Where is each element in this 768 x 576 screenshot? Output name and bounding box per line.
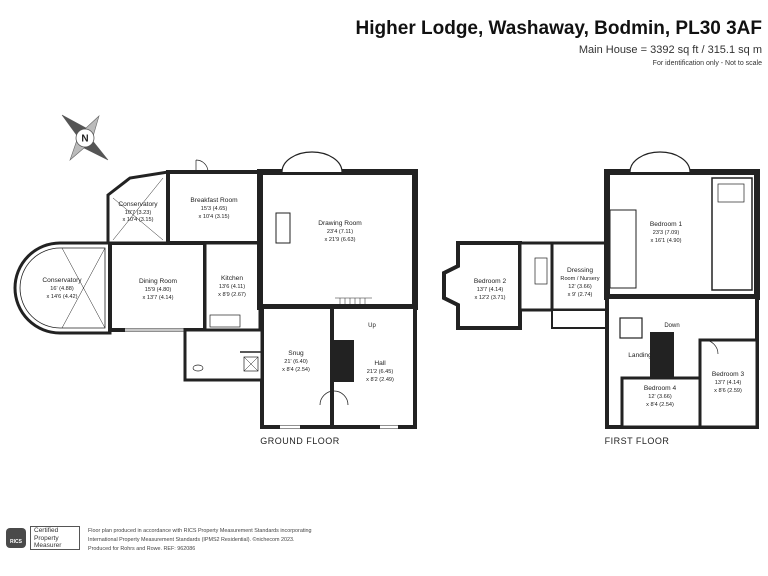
property-title: Higher Lodge, Washaway, Bodmin, PL30 3AF	[355, 18, 762, 39]
room-conservatory-small-dim-1: 10'7 (3.23)	[125, 210, 152, 216]
room-hall-name: Hall	[374, 360, 386, 367]
room-bedroom1-name: Bedroom 1	[650, 221, 683, 228]
first-floor-labels: Bedroom 1 23'3 (7.09) x 16'1 (4.90) Bedr…	[474, 221, 745, 446]
footer-line-2: International Property Measurement Stand…	[88, 537, 295, 543]
room-bedroom4-dim-1: 12' (3.66)	[648, 394, 672, 400]
room-snug-dim-1: 21' (6.40)	[284, 359, 308, 365]
room-conservatory-large-dim-2: x 14'6 (4.42)	[47, 294, 78, 300]
stair-up-label: Up	[368, 323, 376, 329]
room-bedroom2-dim-2: x 12'2 (3.71)	[475, 295, 506, 301]
room-breakfast-dim-1: 15'3 (4.65)	[201, 206, 228, 212]
rics-logo-icon: RICS	[6, 528, 26, 548]
room-bedroom1-dim-1: 23'3 (7.09)	[653, 230, 680, 236]
compass-icon: N	[61, 114, 109, 161]
ground-floor-labels: Conservatory 10'7 (3.23) x 10'4 (3.15) B…	[42, 197, 394, 446]
room-drawing-dim-1: 23'4 (7.11)	[327, 229, 353, 235]
room-dining-dim-2: x 13'7 (4.14)	[143, 295, 174, 301]
room-hall-dim-2: x 8'2 (2.49)	[366, 377, 394, 383]
room-dressing-dim-2: 12' (3.66)	[568, 284, 592, 290]
room-bedroom4-dim-2: x 8'4 (2.54)	[646, 402, 674, 408]
room-dressing-dim-3: x 9' (2.74)	[568, 292, 593, 298]
room-bedroom3-name: Bedroom 3	[712, 371, 745, 378]
room-bedroom3-dim-2: x 8'6 (2.59)	[714, 388, 742, 394]
room-dining-name: Dining Room	[139, 278, 178, 285]
room-dining-dim-1: 15'9 (4.80)	[145, 287, 172, 293]
room-breakfast-dim-2: x 10'4 (3.15)	[199, 214, 230, 220]
stair-down-label: Down	[664, 323, 679, 329]
room-bedroom3-dim-1: 13'7 (4.14)	[715, 380, 742, 386]
room-conservatory-small-dim-2: x 10'4 (3.15)	[123, 217, 154, 223]
room-bedroom4-name: Bedroom 4	[644, 385, 677, 392]
first-floor-plan	[442, 151, 760, 429]
room-drawing-name: Drawing Room	[318, 220, 362, 227]
room-dressing-name: Dressing	[567, 267, 593, 274]
first-floor-label: FIRST FLOOR	[605, 436, 670, 446]
room-bedroom1-dim-2: x 16'1 (4.90)	[651, 238, 682, 244]
footer-line-3: Produced for Rohrs and Rowe. REF: 962086	[88, 546, 196, 552]
rics-certified-badge: RICS Certified Property Measurer	[2, 526, 82, 552]
rics-text-line-3: Measurer	[34, 542, 62, 549]
rics-text-line-2: Property	[34, 534, 59, 542]
room-conservatory-small-name: Conservatory	[118, 201, 158, 208]
footer-line-1: Floor plan produced in accordance with R…	[88, 528, 312, 534]
room-conservatory-large-dim-1: 16' (4.88)	[50, 286, 74, 292]
room-hall-dim-1: 21'2 (6.45)	[367, 369, 394, 375]
identification-note: For identification only - Not to scale	[652, 60, 762, 67]
rics-certified-text: Certified Property Measurer	[30, 526, 80, 550]
footer-disclaimer: Floor plan produced in accordance with R…	[88, 527, 388, 554]
room-bedroom2-dim-1: 13'7 (4.14)	[477, 287, 504, 293]
room-snug-name: Snug	[288, 350, 304, 357]
ground-floor-plan	[13, 151, 418, 429]
room-conservatory-large-name: Conservatory	[42, 277, 82, 284]
room-drawing-dim-2: x 21'9 (6.63)	[325, 237, 356, 243]
ground-floor-label: GROUND FLOOR	[260, 436, 340, 446]
room-snug-dim-2: x 8'4 (2.54)	[282, 367, 310, 373]
rics-text-line-1: Certified	[34, 527, 59, 534]
room-bedroom2-name: Bedroom 2	[474, 278, 507, 285]
room-dressing-dim-1: Room / Nursery	[560, 276, 599, 282]
room-kitchen-dim-1: 13'6 (4.11)	[219, 284, 245, 290]
floor-area: Main House = 3392 sq ft / 315.1 sq m	[578, 44, 762, 56]
room-kitchen-dim-2: x 8'9 (2.67)	[218, 292, 246, 298]
room-breakfast-name: Breakfast Room	[190, 197, 238, 204]
room-kitchen-name: Kitchen	[221, 275, 243, 282]
room-landing-name: Landing	[628, 352, 652, 359]
compass-label: N	[81, 134, 88, 145]
